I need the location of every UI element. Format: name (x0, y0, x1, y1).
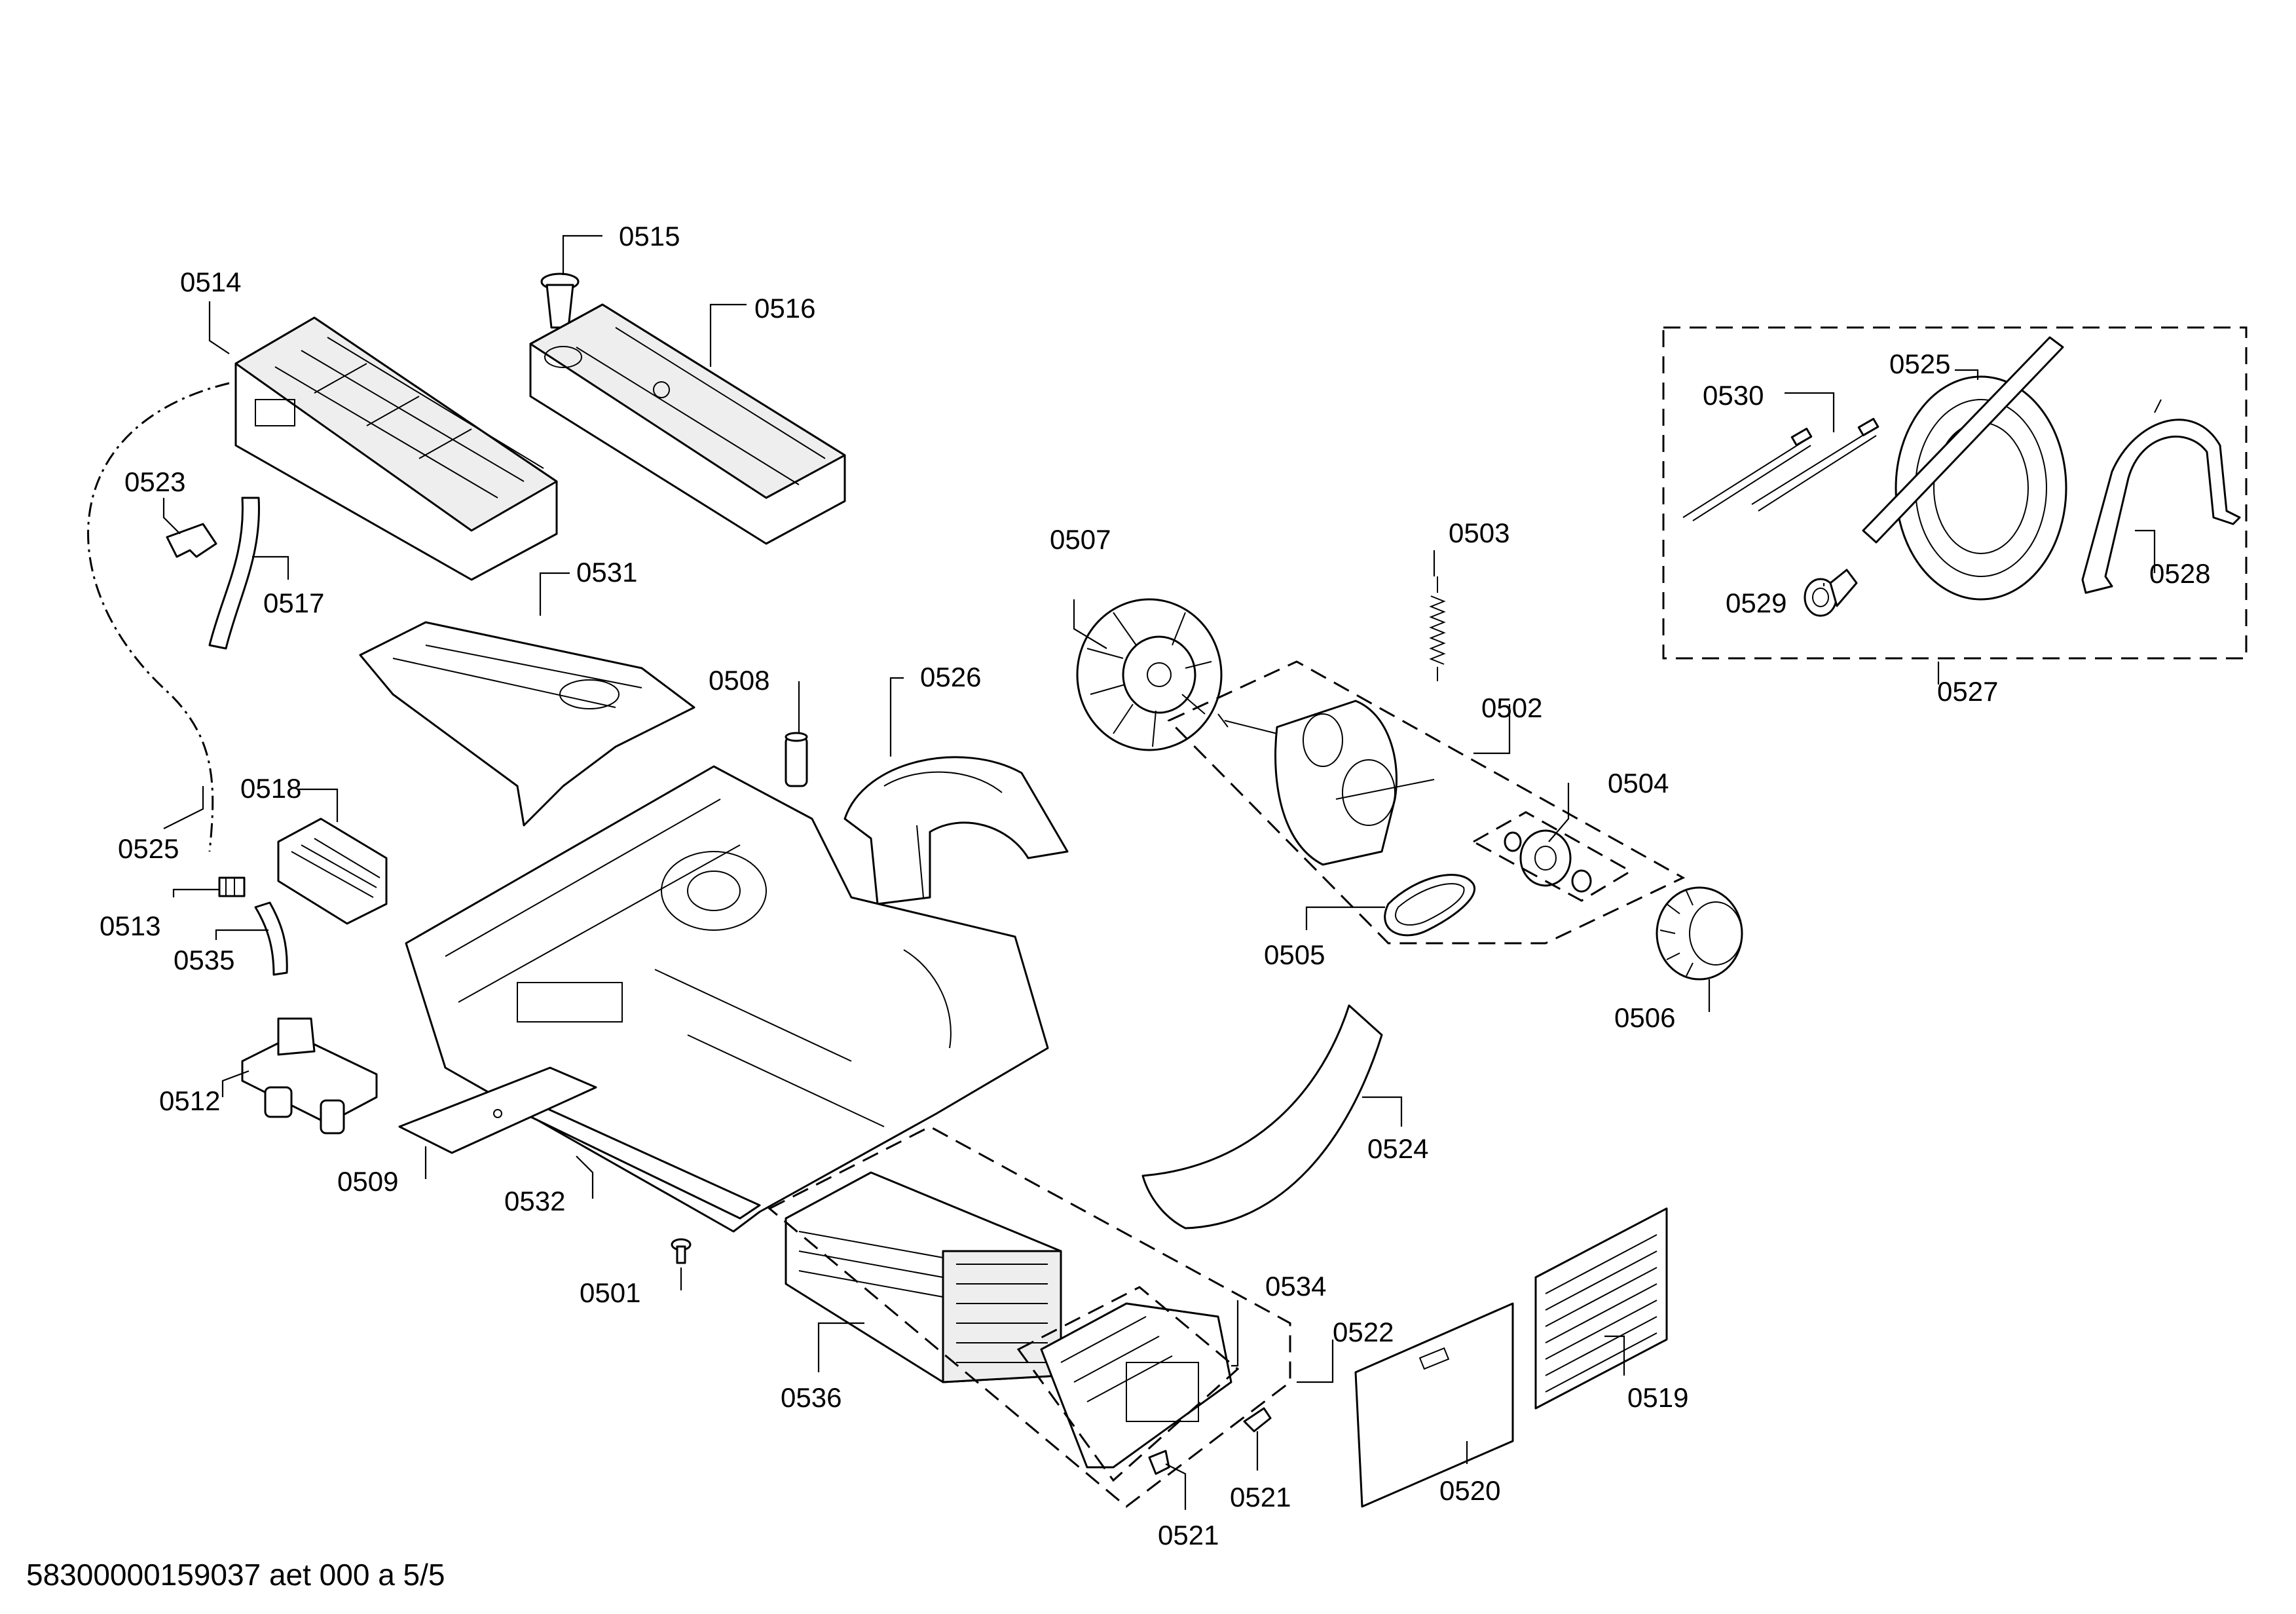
part-0528-hose-bracket (2081, 399, 2241, 594)
label-0523: 0523 (124, 466, 185, 497)
label-0528: 0528 (2149, 558, 2210, 589)
leader-lines (162, 235, 2156, 1510)
label-0516: 0516 (754, 293, 815, 324)
label-0508: 0508 (709, 665, 769, 696)
label-0507: 0507 (1050, 524, 1111, 555)
part-0530-cable-ties (1682, 417, 1879, 521)
part-0536-heat-exchanger (785, 1171, 1062, 1383)
label-0527: 0527 (1937, 676, 1998, 707)
label-0529: 0529 (1726, 588, 1787, 618)
label-0524: 0524 (1367, 1133, 1428, 1164)
label-0506: 0506 (1614, 1002, 1675, 1033)
label-0526: 0526 (920, 662, 981, 692)
part-0508-capacitor (785, 732, 808, 787)
label-0531: 0531 (576, 557, 637, 588)
label-0535: 0535 (174, 945, 234, 975)
footer-document-id: 58300000159037 aet 000 a 5/5 (26, 1558, 445, 1592)
label-0512: 0512 (159, 1085, 220, 1116)
part-0520-flap (1354, 1302, 1514, 1508)
part-0509-plate (398, 1066, 597, 1154)
label-0532: 0532 (504, 1186, 565, 1216)
group-0534-filter-frame (1016, 1286, 1240, 1482)
part-0525-hose-coil (1862, 336, 2067, 601)
label-0525-left: 0525 (118, 833, 179, 864)
label-0502: 0502 (1481, 692, 1542, 723)
label-0501: 0501 (580, 1277, 640, 1308)
part-0506-blower-wheel (1656, 886, 1743, 981)
part-0503-spring (1429, 576, 1446, 681)
part-0512-pump (241, 1017, 378, 1135)
part-base-frame (405, 765, 1049, 1233)
label-0514: 0514 (180, 267, 241, 297)
part-0531-air-duct (359, 621, 695, 827)
label-0517: 0517 (263, 588, 324, 618)
part-0516-water-container (529, 303, 846, 545)
part-0517-hose (208, 497, 260, 650)
label-0505: 0505 (1264, 939, 1325, 970)
label-0513: 0513 (100, 910, 160, 941)
group-0504-pulley-set (1471, 811, 1633, 902)
part-0529-adaptor (1804, 569, 1858, 617)
part-0518-cover (277, 817, 388, 925)
label-0518: 0518 (240, 773, 301, 804)
part-0519-grille (1534, 1207, 1668, 1410)
part-0502-motor (1217, 700, 1435, 866)
label-0521-lower: 0521 (1158, 1520, 1219, 1550)
label-0504: 0504 (1608, 768, 1669, 798)
part-0521-clip-upper (1243, 1407, 1272, 1433)
part-0526-drum-support (843, 756, 1069, 905)
group-0522-filter-assembly (768, 1125, 1291, 1508)
part-0513-connector (218, 876, 246, 897)
part-0534-filter-frame (1040, 1302, 1232, 1469)
label-0503: 0503 (1449, 517, 1509, 548)
label-0522: 0522 (1333, 1317, 1394, 1347)
label-0534: 0534 (1265, 1271, 1326, 1302)
label-0530: 0530 (1703, 380, 1764, 411)
label-0515: 0515 (619, 221, 680, 252)
label-0525-right: 0525 (1889, 348, 1950, 379)
part-0523-clip (166, 523, 217, 558)
part-0525-cable (87, 382, 230, 852)
label-0521-upper: 0521 (1230, 1482, 1291, 1512)
part-0515-nozzle (540, 272, 580, 329)
part-0535-hose (254, 901, 288, 976)
part-0514-water-box (234, 316, 558, 581)
label-0519: 0519 (1627, 1382, 1688, 1413)
part-0505-belt (1384, 874, 1476, 937)
part-0504-pulley (1504, 829, 1592, 893)
label-0536: 0536 (781, 1382, 842, 1413)
group-0502-motor-assembly (1167, 660, 1686, 945)
label-0509: 0509 (337, 1166, 398, 1197)
label-0520: 0520 (1439, 1475, 1500, 1506)
part-0501-screw (671, 1238, 692, 1264)
part-0521-clip-lower (1148, 1450, 1170, 1475)
group-0527-accessory-kit (1662, 326, 2248, 660)
part-0507-fan-wheel (1076, 598, 1223, 751)
part-0524-seal (1141, 1004, 1383, 1229)
